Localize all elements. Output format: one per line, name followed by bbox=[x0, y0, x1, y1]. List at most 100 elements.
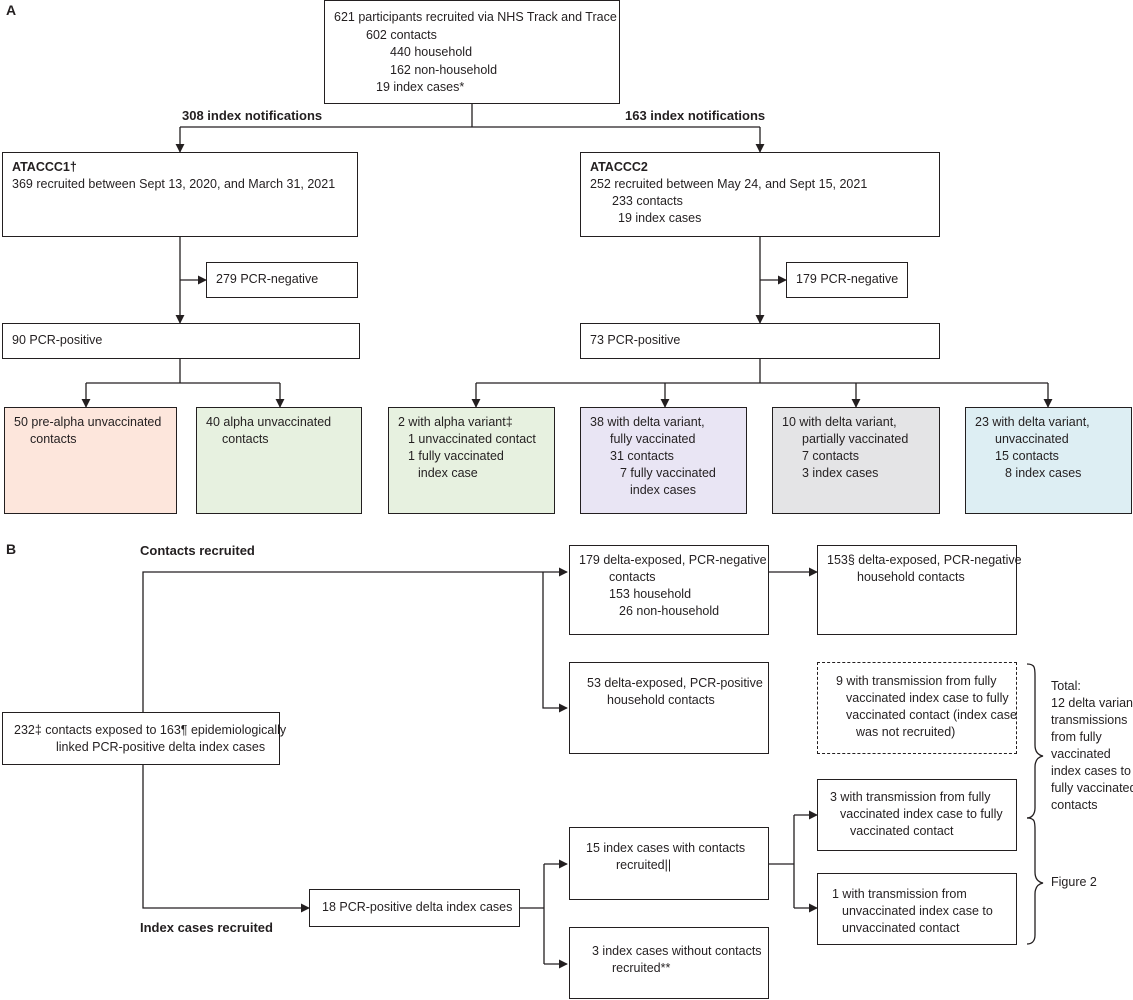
panel-b-label: B bbox=[6, 541, 17, 557]
alpha-unvaccinated-box: 40 alpha unvaccinated contacts bbox=[196, 407, 362, 514]
atacc2-pcr-positive: 73 PCR-positive bbox=[580, 323, 940, 359]
atacc2-pcr-positive-text: 73 PCR-positive bbox=[590, 333, 681, 347]
delta-neg-line-1: 179 delta-exposed, PCR-negative bbox=[579, 553, 767, 567]
delta-full-line-5: index cases bbox=[630, 483, 697, 497]
fifteen-index-cases-box: 15 index cases with contacts recruited|| bbox=[569, 827, 769, 900]
atacc2-pcr-negative-text: 179 PCR-negative bbox=[796, 272, 899, 286]
exposed-contacts-line-2: linked PCR-positive delta index cases bbox=[56, 740, 266, 754]
total-line-8: contacts bbox=[1051, 798, 1098, 812]
total-line-4: from fully bbox=[1051, 730, 1102, 744]
one-transmission-box: 1 with transmission from unvaccinated in… bbox=[817, 873, 1017, 945]
delta-pcr-negative-contacts-box: 179 delta-exposed, PCR-negative contacts… bbox=[569, 545, 769, 635]
atacc1-box: ATACCC1† 369 recruited between Sept 13, … bbox=[2, 152, 358, 237]
nine-transmission-line-3: vaccinated contact (index case bbox=[846, 708, 1017, 722]
recruitment-box: 621 participants recruited via NHS Track… bbox=[324, 0, 620, 104]
three-transmission-box: 3 with transmission from fully vaccinate… bbox=[817, 779, 1017, 851]
total-line-2: 12 delta variant bbox=[1051, 696, 1133, 710]
atacc2-recruited: 252 recruited between May 24, and Sept 1… bbox=[590, 177, 868, 191]
three-without-line-2: recruited** bbox=[612, 961, 671, 975]
three-transmission-line-3: vaccinated contact bbox=[850, 824, 954, 838]
three-index-without-contacts-box: 3 index cases without contacts recruited… bbox=[569, 927, 769, 999]
three-without-line-1: 3 index cases without contacts bbox=[592, 944, 762, 958]
delta-fully-vaccinated-box: 38 with delta variant, fully vaccinated … bbox=[580, 407, 747, 514]
alpha-variant-line-1: 2 with alpha variant‡ bbox=[398, 415, 513, 429]
recruitment-household: 440 household bbox=[390, 45, 473, 59]
recruitment-non-household: 162 non-household bbox=[390, 62, 498, 77]
eighteen-index-cases-text: 18 PCR-positive delta index cases bbox=[322, 900, 513, 914]
total-line-6: index cases to bbox=[1051, 764, 1131, 778]
one-transmission-line-1: 1 with transmission from bbox=[832, 887, 967, 901]
alpha-line-2: contacts bbox=[222, 432, 269, 446]
atacc2-box: ATACCC2 252 recruited between May 24, an… bbox=[580, 152, 940, 237]
delta-full-line-1: 38 with delta variant, bbox=[590, 415, 705, 429]
atacc1-pcr-negative: 279 PCR-negative bbox=[206, 262, 358, 298]
delta-pcr-positive-household-box: 53 delta-exposed, PCR-positive household… bbox=[569, 662, 769, 754]
total-transmissions-note: Total: 12 delta variant transmissions fr… bbox=[1051, 678, 1133, 814]
total-line-1: Total: bbox=[1051, 679, 1081, 693]
atacc2-pcr-negative: 179 PCR-negative bbox=[786, 262, 908, 298]
delta-unvax-line-2: unvaccinated bbox=[995, 432, 1069, 446]
contacts-recruited-label: Contacts recruited bbox=[140, 543, 255, 558]
alpha-variant-box: 2 with alpha variant‡ 1 unvaccinated con… bbox=[388, 407, 555, 514]
delta-full-line-3: 31 contacts bbox=[610, 449, 674, 463]
delta-neg-line-3: 153 household bbox=[609, 587, 692, 601]
one-transmission-line-2: unvaccinated index case to bbox=[842, 904, 993, 918]
total-line-7: fully vaccinated bbox=[1051, 781, 1133, 795]
delta-neg-household-line-2: household contacts bbox=[857, 570, 965, 584]
recruitment-total: 621 participants recruited via NHS Track… bbox=[334, 10, 617, 24]
delta-unvax-line-3: 15 contacts bbox=[995, 449, 1059, 463]
atacc1-recruited: 369 recruited between Sept 13, 2020, and… bbox=[12, 177, 336, 191]
atacc1-title: ATACCC1† bbox=[12, 160, 77, 174]
atacc1-pcr-negative-text: 279 PCR-negative bbox=[216, 272, 319, 286]
pre-alpha-line-2: contacts bbox=[30, 432, 77, 446]
delta-partially-vaccinated-box: 10 with delta variant, partially vaccina… bbox=[772, 407, 940, 514]
index-cases-recruited-label: Index cases recruited bbox=[140, 920, 273, 935]
atacc1-pcr-positive: 90 PCR-positive bbox=[2, 323, 360, 359]
alpha-variant-line-3: 1 fully vaccinated bbox=[408, 449, 504, 463]
alpha-variant-line-4: index case bbox=[418, 466, 478, 480]
delta-pcr-negative-household-box: 153§ delta-exposed, PCR-negative househo… bbox=[817, 545, 1022, 635]
delta-unvax-line-1: 23 with delta variant, bbox=[975, 415, 1090, 429]
delta-partial-line-2: partially vaccinated bbox=[802, 432, 909, 446]
nine-transmission-box: 9 with transmission from fully vaccinate… bbox=[817, 662, 1017, 754]
recruitment-contacts: 602 contacts bbox=[366, 27, 437, 42]
total-line-3: transmissions bbox=[1051, 713, 1128, 727]
delta-neg-line-2: contacts bbox=[609, 570, 656, 584]
fifteen-line-2: recruited|| bbox=[616, 858, 672, 872]
delta-neg-line-4: 26 non-household bbox=[619, 604, 720, 618]
recruitment-index-cases: 19 index cases* bbox=[376, 80, 465, 94]
alpha-variant-line-2: 1 unvaccinated contact bbox=[408, 432, 536, 446]
nine-transmission-line-1: 9 with transmission from fully bbox=[836, 674, 997, 688]
atacc2-title: ATACCC2 bbox=[590, 160, 648, 174]
delta-neg-household-line-1: 153§ delta-exposed, PCR-negative bbox=[827, 553, 1022, 567]
panel-a-label: A bbox=[6, 2, 17, 18]
left-index-notifications: 308 index notifications bbox=[182, 108, 323, 123]
delta-pos-line-2: household contacts bbox=[607, 693, 715, 707]
total-line-5: vaccinated bbox=[1051, 747, 1111, 761]
three-transmission-line-2: vaccinated index case to fully bbox=[840, 807, 1003, 821]
three-transmission-line-1: 3 with transmission from fully bbox=[830, 790, 991, 804]
pre-alpha-unvaccinated-box: 50 pre-alpha unvaccinated contacts bbox=[4, 407, 177, 514]
delta-partial-line-1: 10 with delta variant, bbox=[782, 415, 897, 429]
atacc2-index-cases: 19 index cases bbox=[618, 211, 702, 225]
pre-alpha-line-1: 50 pre-alpha unvaccinated bbox=[14, 415, 162, 429]
exposed-contacts-line-1: 232‡ contacts exposed to 163¶ epidemiolo… bbox=[14, 723, 287, 737]
eighteen-index-cases-box: 18 PCR-positive delta index cases bbox=[309, 889, 520, 927]
fifteen-line-1: 15 index cases with contacts bbox=[586, 841, 746, 855]
atacc1-pcr-positive-text: 90 PCR-positive bbox=[12, 333, 103, 347]
alpha-line-1: 40 alpha unvaccinated bbox=[206, 415, 332, 429]
one-transmission-line-3: unvaccinated contact bbox=[842, 921, 960, 935]
right-index-notifications: 163 index notifications bbox=[625, 108, 766, 123]
delta-full-line-2: fully vaccinated bbox=[610, 432, 696, 446]
delta-pos-line-1: 53 delta-exposed, PCR-positive bbox=[587, 676, 763, 690]
figure-2-reference: Figure 2 bbox=[1051, 875, 1097, 889]
delta-partial-line-4: 3 index cases bbox=[802, 466, 879, 480]
nine-transmission-line-2: vaccinated index case to fully bbox=[846, 691, 1009, 705]
delta-unvaccinated-box: 23 with delta variant, unvaccinated 15 c… bbox=[965, 407, 1132, 514]
delta-full-line-4: 7 fully vaccinated bbox=[620, 466, 716, 480]
atacc2-contacts: 233 contacts bbox=[612, 194, 683, 208]
delta-partial-line-3: 7 contacts bbox=[802, 449, 859, 463]
nine-transmission-line-4: was not recruited) bbox=[856, 725, 956, 739]
exposed-contacts-box: 232‡ contacts exposed to 163¶ epidemiolo… bbox=[2, 712, 287, 765]
delta-unvax-line-4: 8 index cases bbox=[1005, 466, 1082, 480]
